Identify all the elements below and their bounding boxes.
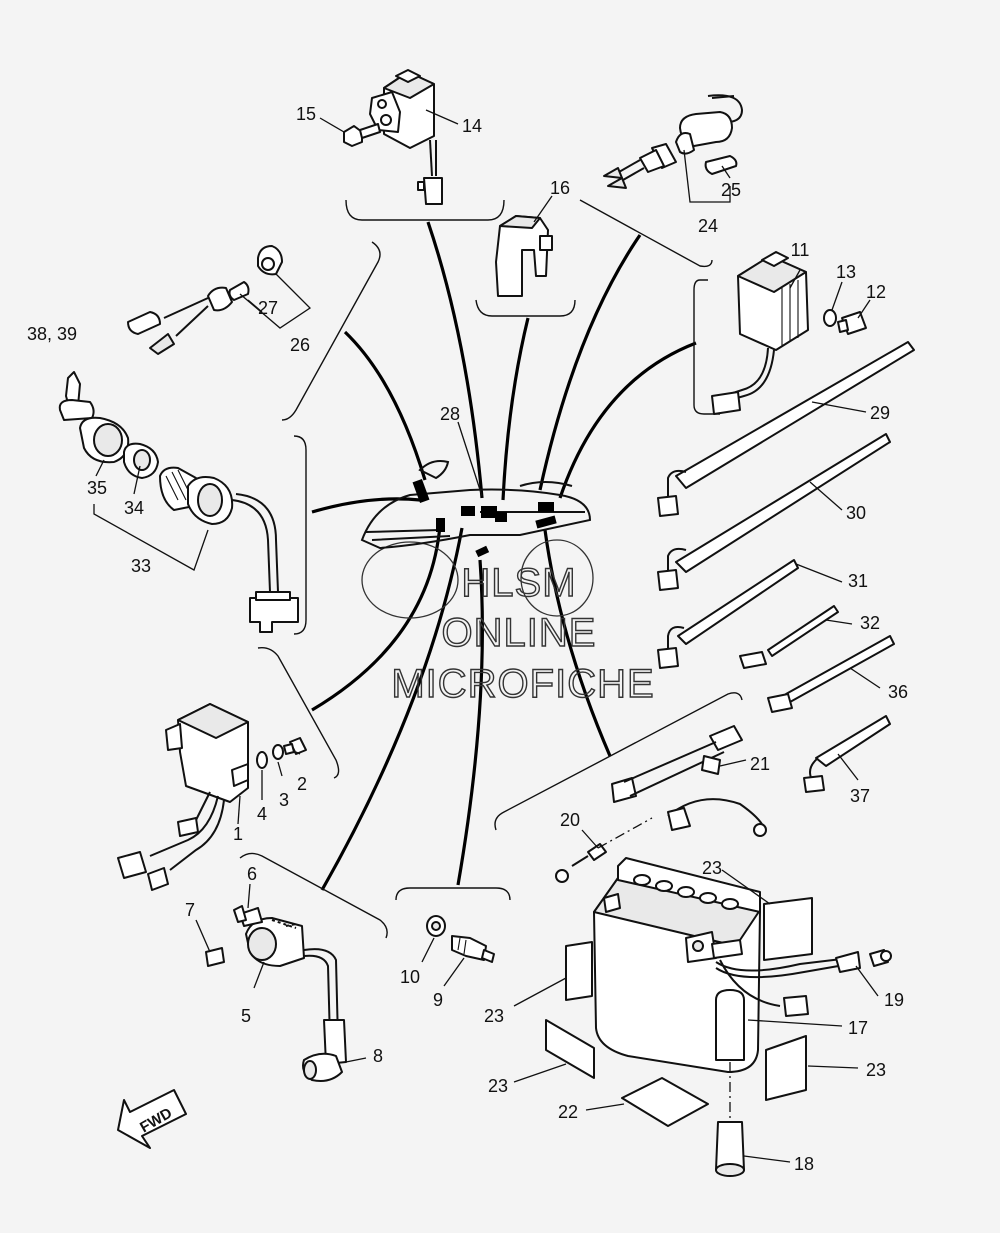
callout-22: 22 xyxy=(558,1102,578,1122)
part-battery[interactable] xyxy=(593,857,892,1177)
callout-36: 36 xyxy=(888,682,908,702)
callout-10: 10 xyxy=(400,967,420,987)
callout-27: 27 xyxy=(258,298,278,318)
part-main-switch[interactable] xyxy=(58,371,299,633)
callout-30: 30 xyxy=(846,503,866,523)
callout-7: 7 xyxy=(185,900,195,920)
callout-labels: 15 14 16 25 24 27 26 38, 39 35 34 33 11 … xyxy=(27,104,908,1174)
part-battery-leads[interactable] xyxy=(555,798,767,883)
part-cable-band-29[interactable] xyxy=(657,341,915,517)
callout-28: 28 xyxy=(440,404,460,424)
watermark-line2: ONLINE xyxy=(442,611,597,655)
callout-17: 17 xyxy=(848,1018,868,1038)
callout-19: 19 xyxy=(884,990,904,1010)
atv-silhouette xyxy=(360,460,594,619)
callout-37: 37 xyxy=(850,786,870,806)
part-cdi-unit[interactable] xyxy=(117,703,307,891)
callout-26: 26 xyxy=(290,335,310,355)
part-cable-band-30[interactable] xyxy=(657,433,891,591)
callout-21: 21 xyxy=(750,754,770,774)
callout-23-bottom: 23 xyxy=(488,1076,508,1096)
part-ignition-coil[interactable] xyxy=(205,905,347,1082)
callout-34: 34 xyxy=(124,498,144,518)
watermark-line3: MICROFICHE xyxy=(391,662,654,706)
callout-2: 2 xyxy=(297,774,307,794)
callout-5: 5 xyxy=(241,1006,251,1026)
callout-35: 35 xyxy=(87,478,107,498)
callout-3: 3 xyxy=(279,790,289,810)
callout-24: 24 xyxy=(698,216,718,236)
watermark: HLSM ONLINE MICROFICHE xyxy=(391,560,655,706)
group-brackets xyxy=(239,199,743,939)
callout-33: 33 xyxy=(131,556,151,576)
callout-11: 11 xyxy=(791,240,810,260)
callout-25: 25 xyxy=(721,180,741,200)
harness-lines xyxy=(311,221,697,891)
callout-16: 16 xyxy=(550,178,570,198)
callout-18: 18 xyxy=(794,1154,814,1174)
callout-1: 1 xyxy=(233,824,243,844)
part-cable-tie-32[interactable] xyxy=(739,605,839,669)
part-clamp-37[interactable] xyxy=(803,715,891,793)
fwd-arrow-icon: FWD xyxy=(117,1089,187,1149)
part-battery-pads[interactable] xyxy=(545,897,813,1127)
part-fuse-holder[interactable] xyxy=(603,94,744,189)
part-sensor-lead[interactable] xyxy=(127,245,283,355)
leader-lines xyxy=(93,109,881,1163)
part-cable-band-31[interactable] xyxy=(657,559,799,669)
part-neutral-switch[interactable] xyxy=(426,915,495,963)
part-cable-tie-36[interactable] xyxy=(767,635,895,713)
part-cover-cap[interactable] xyxy=(495,215,553,297)
callout-32: 32 xyxy=(860,613,880,633)
callout-23-top: 23 xyxy=(702,858,722,878)
callout-13: 13 xyxy=(836,262,856,282)
part-rectifier-regulator[interactable] xyxy=(711,251,867,415)
part-battery-band[interactable] xyxy=(611,725,743,803)
callout-4: 4 xyxy=(257,804,267,824)
callout-8: 8 xyxy=(373,1046,383,1066)
callout-12: 12 xyxy=(866,282,886,302)
callout-9: 9 xyxy=(433,990,443,1010)
callout-14: 14 xyxy=(462,116,482,136)
callout-6: 6 xyxy=(247,864,257,884)
callout-20: 20 xyxy=(560,810,580,830)
callout-23-left: 23 xyxy=(484,1006,504,1026)
part-starter-relay[interactable] xyxy=(369,69,443,205)
part-relay-bolt[interactable] xyxy=(343,123,381,147)
watermark-line1: HLSM xyxy=(461,561,576,605)
callout-31: 31 xyxy=(848,571,868,591)
callout-15: 15 xyxy=(296,104,316,124)
callout-23-right: 23 xyxy=(866,1060,886,1080)
callout-29: 29 xyxy=(870,403,890,423)
callout-38-39: 38, 39 xyxy=(27,324,77,344)
